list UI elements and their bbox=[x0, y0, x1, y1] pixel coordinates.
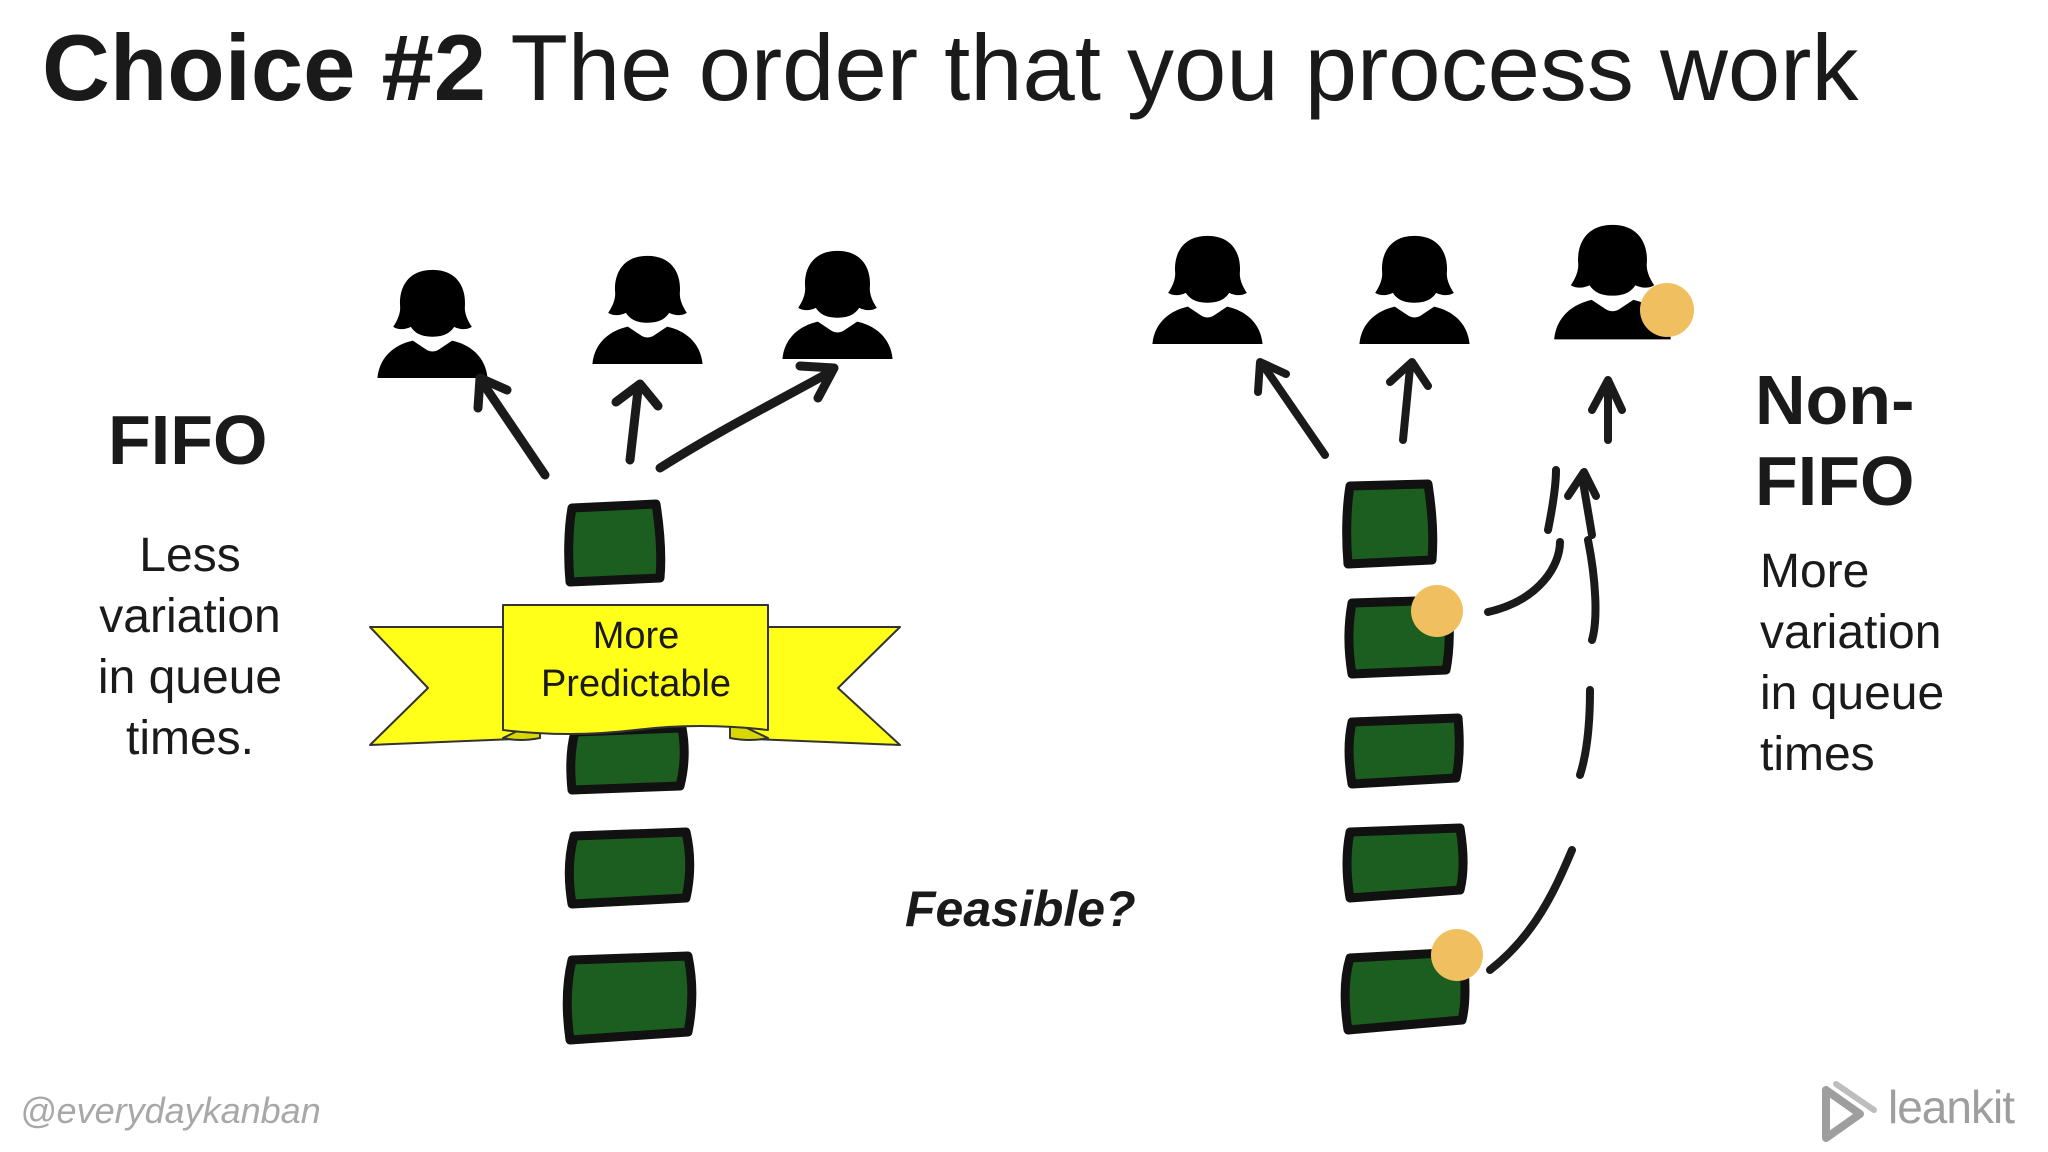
non-fifo-arrows bbox=[1254, 358, 1626, 974]
brand-name: leankit bbox=[1888, 1081, 2015, 1133]
fifo-work-items bbox=[562, 499, 697, 1045]
fifo-description: Less variation in queue times. bbox=[60, 525, 320, 769]
fifo-title: FIFO bbox=[108, 401, 268, 479]
non-fifo-worker-2-icon bbox=[1359, 235, 1470, 345]
slide-title: Choice #2 The order that you process wor… bbox=[42, 12, 1858, 125]
more-predictable-banner bbox=[369, 604, 901, 746]
fifo-work-item bbox=[566, 723, 689, 795]
author-handle: @everydaykanban bbox=[20, 1090, 321, 1131]
title-bold: Choice #2 bbox=[42, 15, 487, 120]
priority-dot-item-2 bbox=[1411, 585, 1463, 637]
fifo-description-line: in queue bbox=[97, 651, 283, 704]
leankit-logo-icon bbox=[1822, 1081, 1877, 1142]
non-fifo-description-line: variation bbox=[1760, 606, 1942, 659]
brand-logo: leankit bbox=[1820, 1080, 2015, 1134]
non-fifo-title: Non- FIFO bbox=[1755, 360, 2015, 521]
fifo-description-line: variation bbox=[99, 590, 281, 643]
non-fifo-work-item bbox=[1344, 713, 1464, 789]
fifo-work-item bbox=[562, 951, 697, 1045]
fifo-worker-2-icon bbox=[592, 255, 703, 365]
non-fifo-work-item bbox=[1342, 479, 1438, 569]
non-fifo-description: More variation in queue times bbox=[1760, 541, 2020, 785]
non-fifo-title-line: Non- bbox=[1755, 361, 1915, 439]
priority-dot-item-5 bbox=[1431, 929, 1483, 981]
non-fifo-work-item bbox=[1342, 823, 1468, 903]
banner-line: More bbox=[592, 615, 680, 657]
fifo-arrows bbox=[473, 361, 839, 480]
fifo-worker-3-icon bbox=[782, 250, 893, 360]
banner-line: Predictable bbox=[540, 663, 732, 705]
fifo-description-line: Less bbox=[139, 529, 241, 582]
fifo-work-item bbox=[564, 827, 695, 909]
priority-dot-worker bbox=[1640, 283, 1694, 337]
non-fifo-worker-1-icon bbox=[1152, 235, 1263, 345]
fifo-worker-1-icon bbox=[377, 269, 488, 379]
feasible-question: Feasible? bbox=[905, 881, 1136, 937]
non-fifo-description-line: times bbox=[1760, 728, 1875, 781]
banner-label: More Predictable bbox=[505, 612, 767, 708]
title-rest: The order that you process work bbox=[486, 15, 1859, 120]
fifo-work-item bbox=[564, 499, 666, 587]
non-fifo-title-line: FIFO bbox=[1755, 441, 1915, 520]
non-fifo-description-line: More bbox=[1760, 545, 1870, 598]
non-fifo-description-line: in queue bbox=[1760, 667, 1945, 720]
fifo-description-line: times. bbox=[125, 712, 254, 765]
